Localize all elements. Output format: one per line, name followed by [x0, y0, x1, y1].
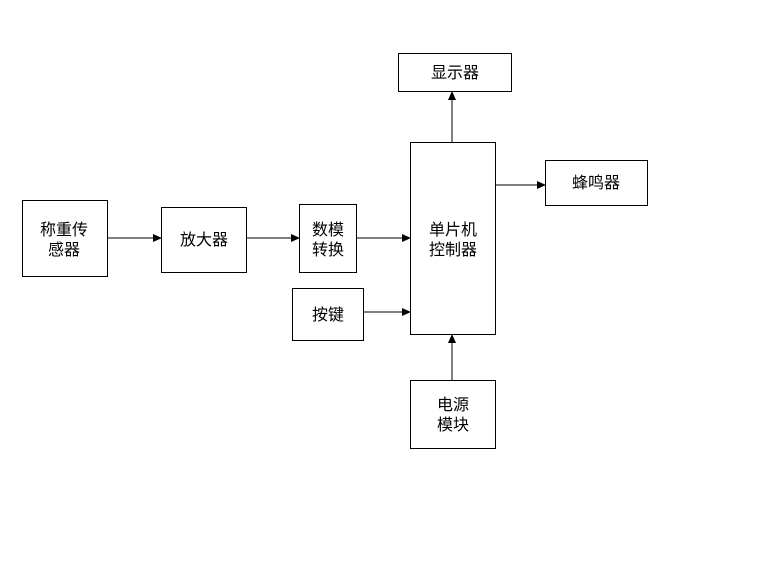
node-mcu-label-line1: 单片机 — [429, 220, 477, 239]
node-weighing-sensor: 称重传 感器 — [22, 200, 108, 277]
node-mcu: 单片机 控制器 — [410, 142, 496, 335]
node-mcu-label-line2: 控制器 — [429, 240, 477, 259]
connectors — [108, 91, 546, 380]
node-adc-label-line1: 数模 — [312, 220, 344, 239]
node-power-module: 电源 模块 — [410, 380, 496, 449]
node-amplifier: 放大器 — [161, 207, 247, 273]
node-keys: 按键 — [292, 288, 364, 341]
node-adc-label-line2: 转换 — [312, 240, 344, 259]
node-power-module-label-line1: 电源 — [437, 395, 469, 414]
node-power-module-label-line2: 模块 — [437, 415, 469, 434]
node-amplifier-label: 放大器 — [180, 230, 228, 249]
node-keys-label: 按键 — [312, 305, 344, 324]
node-buzzer: 蜂鸣器 — [545, 160, 648, 206]
node-adc: 数模 转换 — [299, 204, 357, 273]
node-display: 显示器 — [398, 53, 512, 92]
node-display-label: 显示器 — [431, 63, 479, 82]
node-weighing-sensor-label-line2: 感器 — [48, 240, 80, 259]
node-weighing-sensor-label-line1: 称重传 — [40, 220, 88, 239]
node-buzzer-label: 蜂鸣器 — [572, 173, 620, 192]
